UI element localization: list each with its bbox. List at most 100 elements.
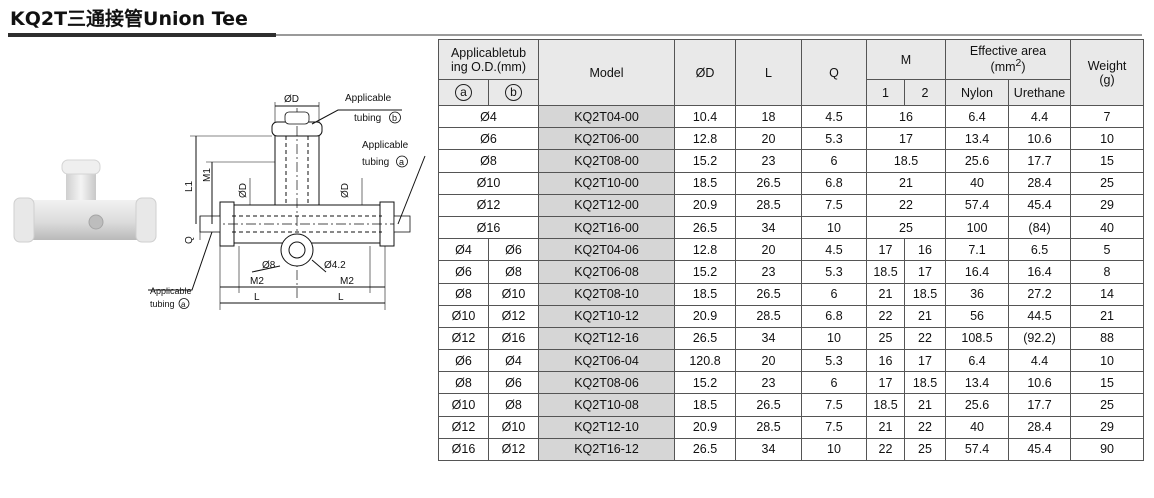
table-cell: 26.5 bbox=[674, 437, 736, 462]
table-cell: 17 bbox=[903, 260, 947, 284]
table-cell: 16.4 bbox=[1008, 260, 1072, 284]
table-cell: 34 bbox=[735, 326, 802, 351]
table-cell: KQ2T08-06 bbox=[538, 371, 675, 395]
photo-mount-hole bbox=[88, 214, 104, 230]
table-cell: 26.5 bbox=[674, 326, 736, 351]
hole-8-label: Ø8 bbox=[262, 260, 276, 271]
table-cell: 23 bbox=[735, 260, 802, 284]
table-cell: 15.2 bbox=[674, 260, 736, 284]
table-cell: KQ2T06-08 bbox=[538, 260, 675, 284]
table-cell: 20 bbox=[735, 349, 802, 373]
table-cell: 28.5 bbox=[735, 193, 802, 217]
m2-left-label: M2 bbox=[250, 276, 264, 287]
table-cell: 44.5 bbox=[1008, 304, 1072, 328]
table-cell: 23 bbox=[735, 371, 802, 395]
table-cell: 20 bbox=[735, 238, 802, 262]
table-cell: Ø10 bbox=[438, 171, 539, 195]
photo-top-port bbox=[66, 166, 96, 208]
header-weight: Weight(g) bbox=[1070, 39, 1145, 106]
table-cell: 120.8 bbox=[674, 349, 736, 373]
table-cell: KQ2T04-06 bbox=[538, 238, 675, 262]
table-cell: 7.5 bbox=[801, 193, 867, 217]
header-m2: 2 bbox=[903, 79, 947, 106]
table-cell: Ø12 bbox=[438, 415, 489, 439]
table-cell: 45.4 bbox=[1008, 193, 1072, 217]
table-cell: 25 bbox=[866, 326, 905, 351]
table-cell: 10 bbox=[801, 437, 867, 462]
table-cell: 17 bbox=[866, 371, 905, 395]
applicable-a2-circle: a bbox=[181, 300, 186, 309]
table-cell: 4.5 bbox=[801, 238, 867, 262]
table-cell: 6 bbox=[801, 149, 867, 173]
table-cell: Ø8 bbox=[438, 149, 539, 173]
table-cell: 4.5 bbox=[801, 104, 867, 129]
header-m1: 1 bbox=[866, 79, 905, 106]
table-cell: Ø6 bbox=[438, 127, 539, 151]
table-cell: 25 bbox=[903, 437, 947, 462]
table-cell: 6.8 bbox=[801, 304, 867, 328]
table-cell: 20.9 bbox=[674, 304, 736, 328]
table-cell: Ø10 bbox=[438, 393, 489, 417]
table-cell: Ø8 bbox=[488, 260, 539, 284]
applicable-a-label-1: Applicable bbox=[362, 140, 409, 151]
table-cell: 34 bbox=[735, 215, 802, 240]
table-cell: 7.5 bbox=[801, 393, 867, 417]
table-cell: 18.5 bbox=[865, 149, 947, 173]
table-cell: 16 bbox=[903, 238, 947, 262]
table-cell: 18.5 bbox=[903, 371, 947, 395]
title-underline-dark bbox=[8, 33, 276, 37]
table-cell: 6.5 bbox=[1008, 238, 1072, 262]
table-cell: KQ2T16-12 bbox=[538, 437, 675, 462]
table-cell: 17 bbox=[903, 349, 947, 373]
table-cell: 10 bbox=[1070, 127, 1145, 151]
table-cell: 4.4 bbox=[1008, 349, 1072, 373]
table-cell: 90 bbox=[1070, 437, 1145, 462]
table-cell: 22 bbox=[903, 415, 947, 439]
photo-body bbox=[20, 200, 150, 240]
table-cell: KQ2T10-12 bbox=[538, 304, 675, 328]
table-cell: 17.7 bbox=[1008, 393, 1072, 417]
table-cell: 18 bbox=[735, 104, 802, 129]
table-cell: Ø6 bbox=[488, 238, 539, 262]
table-cell: Ø8 bbox=[438, 371, 489, 395]
table-cell: 22 bbox=[866, 304, 905, 328]
table-cell: 21 bbox=[903, 304, 947, 328]
table-cell: 5.3 bbox=[801, 127, 867, 151]
table-cell: KQ2T08-10 bbox=[538, 282, 675, 306]
q-label: Q bbox=[184, 236, 195, 244]
applicable-b-label-1: Applicable bbox=[345, 93, 392, 104]
table-cell: 17.7 bbox=[1008, 149, 1072, 173]
table-cell: 18.5 bbox=[866, 393, 905, 417]
od-right-label: ØD bbox=[340, 183, 351, 198]
table-cell: KQ2T12-00 bbox=[538, 193, 675, 217]
table-cell: 7.5 bbox=[801, 415, 867, 439]
l-left-label: L bbox=[254, 292, 260, 303]
table-cell: 17 bbox=[865, 127, 947, 151]
table-cell: 40 bbox=[945, 415, 1010, 439]
table-cell: 25 bbox=[1070, 171, 1145, 195]
table-cell: KQ2T10-08 bbox=[538, 393, 675, 417]
table-cell: 21 bbox=[865, 171, 947, 195]
table-cell: 6 bbox=[801, 282, 867, 306]
header-b: b bbox=[488, 79, 539, 106]
table-cell: 40 bbox=[1070, 215, 1145, 240]
hole-42-label: Ø4.2 bbox=[324, 260, 346, 271]
table-cell: 5.3 bbox=[801, 349, 867, 373]
header-model: Model bbox=[538, 39, 675, 106]
table-cell: 28.4 bbox=[1008, 171, 1072, 195]
table-cell: 16 bbox=[866, 349, 905, 373]
m1-label: M1 bbox=[202, 168, 213, 182]
page-title: KQ2T三通接管Union Tee bbox=[10, 8, 248, 30]
l1-label: L1 bbox=[184, 180, 195, 192]
table-cell: 22 bbox=[903, 326, 947, 351]
header-q: Q bbox=[801, 39, 867, 106]
